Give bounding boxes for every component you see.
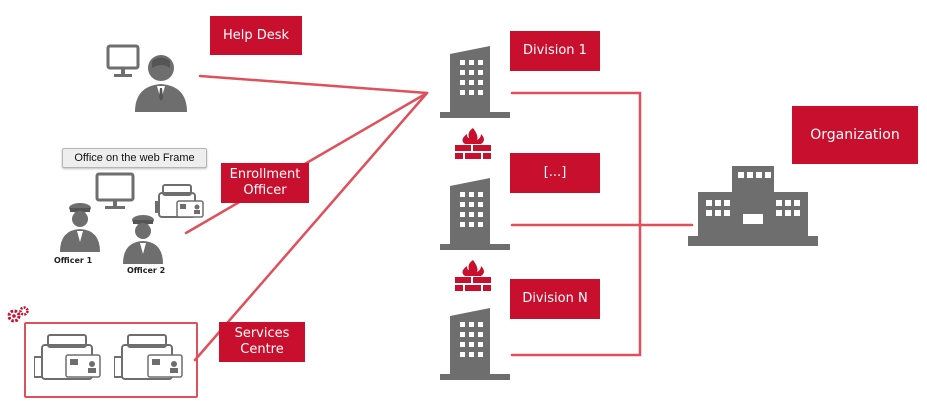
gears-icon: [7, 306, 29, 323]
line-helpdesk-hub: [198, 74, 429, 95]
organization-icon: [688, 166, 818, 246]
building-icon: [440, 308, 510, 380]
line-services-hub: [193, 91, 429, 362]
organization-label: Organization: [792, 106, 918, 164]
user-icon: [135, 55, 187, 112]
officer-2-label: Officer 2: [127, 266, 166, 275]
officer-icon: [60, 203, 100, 252]
help-desk-label: Help Desk: [210, 16, 302, 55]
monitor-icon: [106, 44, 140, 77]
officer-icon: [123, 215, 163, 264]
officer-1-label: Officer 1: [54, 256, 93, 265]
services-centre-label: Services Centre: [219, 322, 305, 362]
services-centre-box: [24, 322, 198, 398]
building-icon: [440, 178, 510, 250]
division-1-label: Division 1: [510, 31, 600, 71]
tooltip: Office on the web Frame: [62, 148, 207, 168]
building-icon: [440, 46, 510, 118]
firewall-icon: [455, 128, 491, 159]
firewall-icon: [455, 260, 491, 291]
division-n-label: Division N: [510, 279, 600, 319]
card-printer-icon: [34, 334, 101, 380]
enrollment-officer-label: Enrollment Officer: [221, 163, 309, 203]
card-printer-icon: [155, 184, 204, 218]
division-ellipsis-label: [...]: [510, 153, 600, 193]
monitor-icon: [95, 172, 135, 209]
card-printer-icon: [114, 334, 183, 380]
